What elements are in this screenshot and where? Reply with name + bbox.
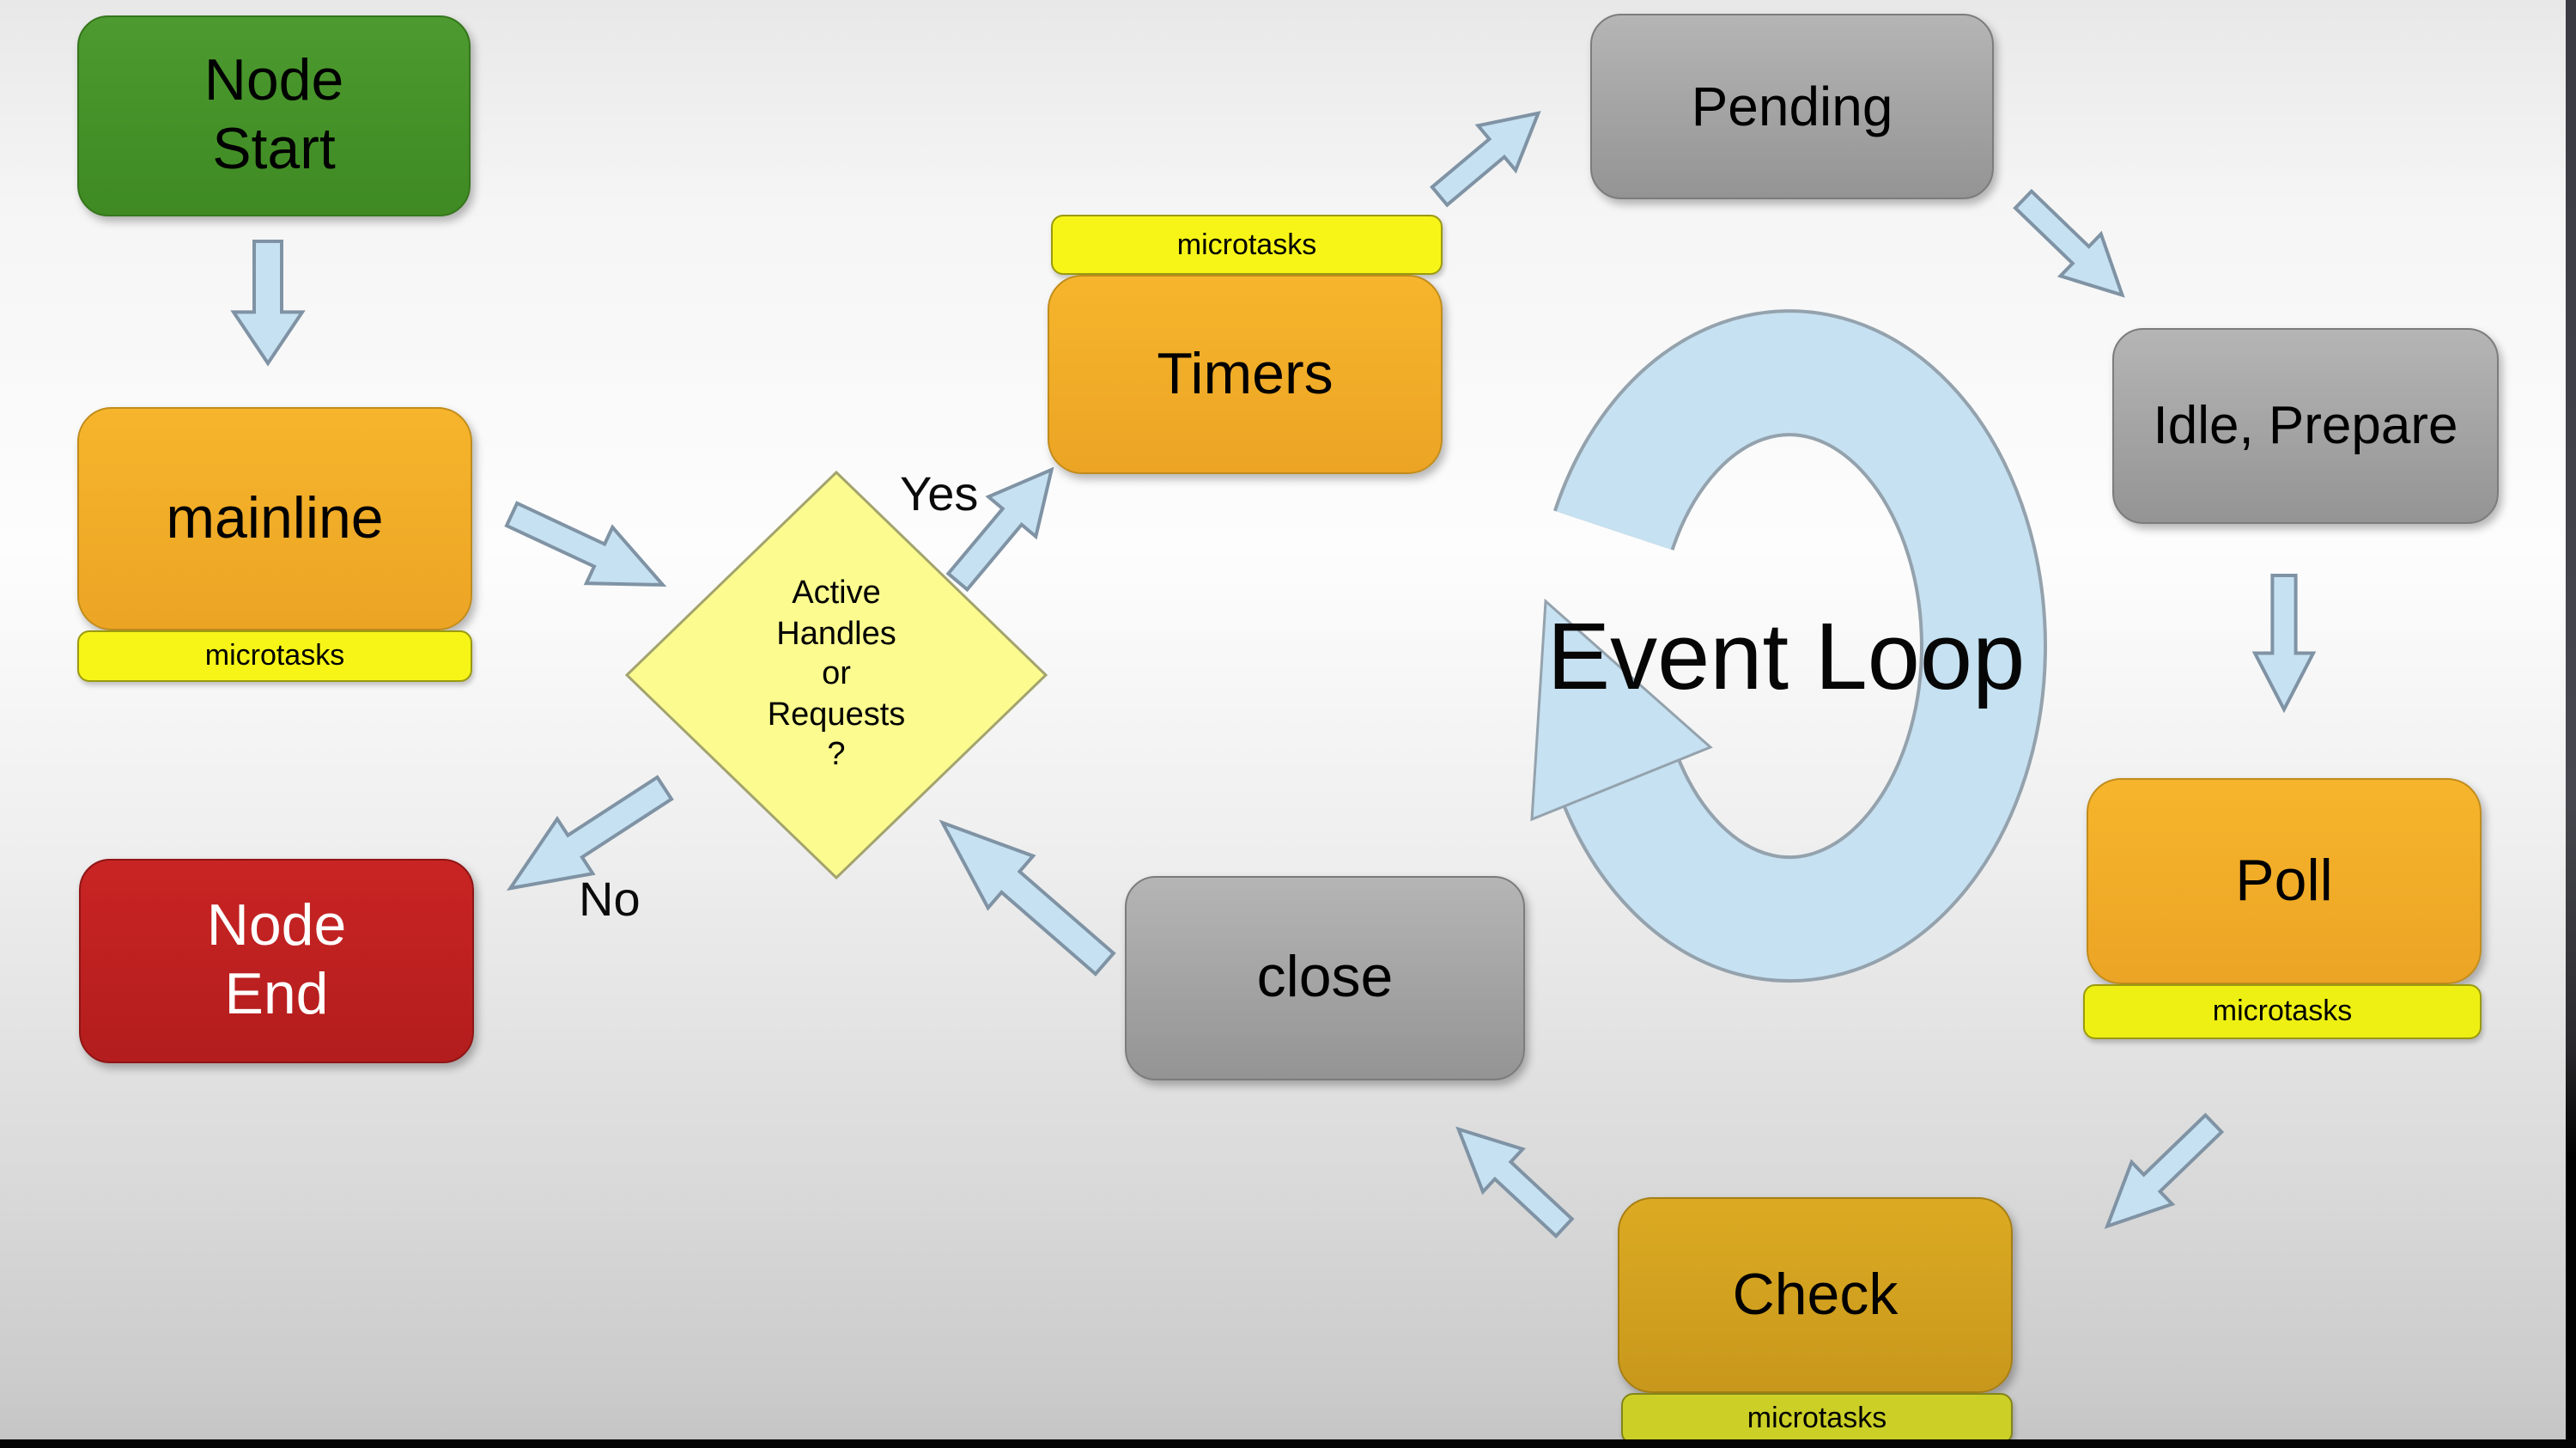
decision-diamond-shape — [624, 470, 1048, 880]
mainline-box: mainline — [77, 407, 472, 630]
arrow-node-start-to-mainline — [232, 240, 304, 365]
node-end-label: Node End — [206, 893, 347, 1026]
poll-microtasks-label: microtasks — [2212, 995, 2353, 1027]
pending-box: Pending — [1590, 14, 1994, 199]
timers-microtasks-label: microtasks — [1176, 228, 1317, 260]
close-box: close — [1125, 876, 1525, 1080]
node-start-label: Node Start — [204, 48, 344, 181]
timers-label: Timers — [1157, 341, 1334, 406]
arrow-idle-prepare-to-poll — [2253, 574, 2315, 711]
arrow-pending-to-idle-prepare — [2002, 177, 2144, 318]
poll-box: Poll — [2087, 778, 2482, 984]
idle-prepare-label: Idle, Prepare — [2153, 395, 2458, 455]
mainline-microtasks-label: microtasks — [204, 639, 345, 672]
no-edge-label: No — [579, 873, 641, 926]
pending-label: Pending — [1691, 75, 1893, 137]
arrow-check-to-close — [1437, 1106, 1586, 1250]
check-box: Check — [1618, 1197, 2013, 1393]
mainline-label: mainline — [166, 485, 384, 551]
yes-edge-label: Yes — [900, 467, 979, 520]
node-start-box: Node Start — [77, 15, 471, 216]
arrow-timers-to-pending — [1419, 89, 1558, 220]
decision-diamond-label: Active Handles or Requests ? — [767, 575, 906, 774]
right-edge-strip — [2566, 0, 2576, 1448]
bottom-video-bar — [0, 1439, 2576, 1448]
arrow-close-to-decision — [920, 797, 1127, 989]
event-loop-circle-arrow — [1530, 309, 2047, 983]
arrow-mainline-to-decision — [496, 484, 678, 615]
loop-ring — [1556, 313, 2044, 980]
poll-label: Poll — [2235, 848, 2333, 913]
close-label: close — [1256, 945, 1394, 1010]
mainline-microtasks-bar: microtasks — [77, 630, 472, 682]
event-loop-title: Event Loop — [1546, 603, 2026, 709]
check-microtasks-label: microtasks — [1747, 1402, 1887, 1434]
arrow-poll-to-check — [2085, 1101, 2236, 1249]
poll-microtasks-bar: microtasks — [2083, 984, 2482, 1039]
timers-microtasks-bar: microtasks — [1051, 215, 1443, 275]
check-label: Check — [1732, 1262, 1899, 1327]
loop-arrowhead-icon — [1530, 598, 1713, 822]
idle-prepare-box: Idle, Prepare — [2112, 328, 2499, 524]
check-microtasks-bar: microtasks — [1621, 1393, 2013, 1445]
node-end-box: Node End — [79, 859, 474, 1063]
timers-box: Timers — [1048, 275, 1443, 474]
